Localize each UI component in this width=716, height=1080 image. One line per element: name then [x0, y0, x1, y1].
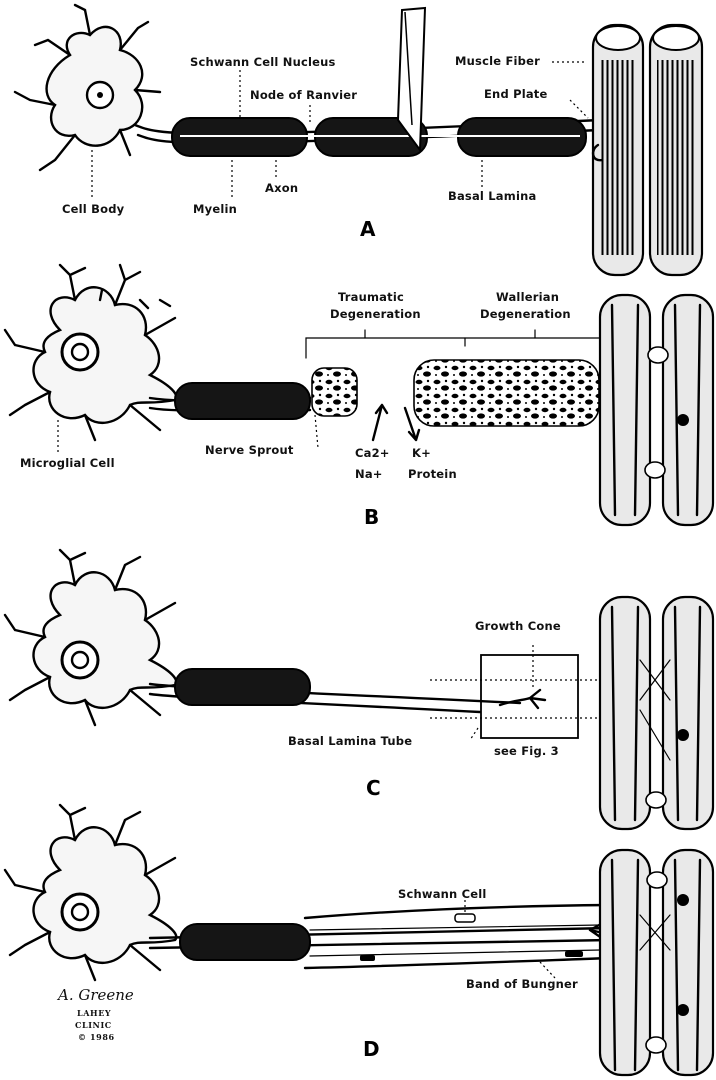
signature-line-1: LAHEY	[77, 1008, 111, 1018]
neuron-c	[5, 550, 176, 725]
signature-line-2: CLINIC	[75, 1020, 112, 1030]
label-k: K+	[412, 446, 431, 460]
panel-c: Growth Cone Basal Lamina Tube see Fig. 3…	[5, 550, 713, 829]
label-wallerian-2: Degeneration	[480, 307, 571, 321]
schwann-cell-body	[455, 914, 475, 922]
label-protein: Protein	[408, 467, 457, 481]
label-basal-lamina-tube: Basal Lamina Tube	[288, 734, 412, 748]
panel-a: Cell Body Myelin Axon Schwann Cell Nucle…	[15, 5, 702, 275]
growth-cone-box	[481, 655, 578, 738]
label-microglial: Microglial Cell	[20, 456, 115, 470]
neuron-d	[5, 805, 176, 980]
label-schwann-cell: Schwann Cell	[398, 887, 487, 901]
label-schwann-nucleus: Schwann Cell Nucleus	[190, 55, 336, 69]
label-end-plate: End Plate	[484, 87, 548, 101]
label-basal-lamina: Basal Lamina	[448, 189, 536, 203]
signature-name: A. Greene	[56, 986, 134, 1004]
artist-signature: A. Greene LAHEY CLINIC © 1986	[56, 986, 134, 1042]
panel-letter-c: C	[366, 776, 381, 800]
muscle-fibers-b	[600, 295, 713, 525]
cell-body-a	[15, 5, 160, 170]
label-traumatic-1: Traumatic	[338, 290, 404, 304]
panel-letter-d: D	[363, 1037, 380, 1061]
label-na: Na+	[355, 467, 383, 481]
label-cell-body: Cell Body	[62, 202, 125, 216]
panel-letter-b: B	[364, 505, 379, 529]
label-ca: Ca2+	[355, 446, 390, 460]
label-nerve-sprout: Nerve Sprout	[205, 443, 294, 457]
muscle-fibers-a	[593, 25, 702, 275]
label-band-of-bungner: Band of Bungner	[466, 977, 578, 991]
label-growth-cone: Growth Cone	[475, 619, 561, 633]
myelin-segment	[180, 924, 310, 960]
label-node-of-ranvier: Node of Ranvier	[250, 88, 357, 102]
muscle-fibers-d	[600, 850, 713, 1075]
panel-b: Traumatic Degeneration Wallerian Degener…	[5, 265, 713, 529]
signature-line-3: © 1986	[78, 1032, 115, 1042]
myelin-segment	[175, 669, 310, 705]
label-traumatic-2: Degeneration	[330, 307, 421, 321]
muscle-fibers-c	[600, 597, 713, 829]
label-see-fig: see Fig. 3	[494, 744, 559, 758]
neuron-b	[5, 265, 176, 440]
myelin-segment	[175, 383, 310, 419]
label-myelin: Myelin	[193, 202, 237, 216]
label-wallerian-1: Wallerian	[496, 290, 559, 304]
label-muscle-fiber: Muscle Fiber	[455, 54, 540, 68]
panel-letter-a: A	[360, 217, 376, 241]
label-axon: Axon	[265, 181, 298, 195]
